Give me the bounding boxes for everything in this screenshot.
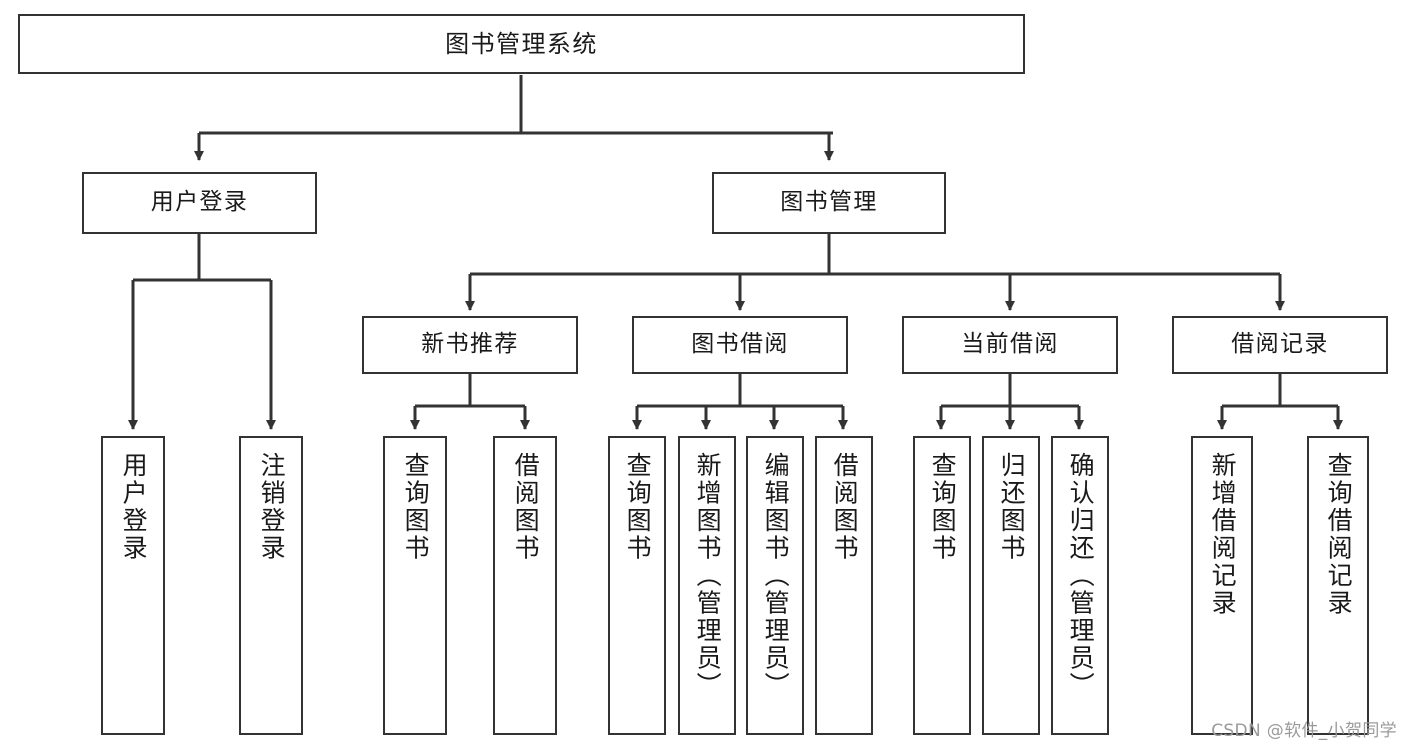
- node-label: 图书管理: [780, 189, 878, 216]
- node-label: 归还图书: [997, 452, 1027, 562]
- node-label: 编辑图书（管理员）: [761, 452, 791, 700]
- node-label: 查询借阅记录: [1324, 452, 1354, 617]
- node-leaf-edit-book-admin[interactable]: 编辑图书（管理员）: [746, 436, 804, 735]
- node-book-management[interactable]: 图书管理: [712, 172, 946, 234]
- node-label: 确认归还（管理员）: [1066, 452, 1096, 700]
- node-label: 新增图书（管理员）: [693, 452, 723, 700]
- node-label: 借阅记录: [1231, 331, 1329, 358]
- node-user-login[interactable]: 用户登录: [82, 172, 317, 234]
- node-label: 新增借阅记录: [1208, 452, 1238, 617]
- node-leaf-query-book-current[interactable]: 查询图书: [913, 436, 971, 735]
- node-leaf-logout[interactable]: 注销登录: [239, 436, 303, 735]
- node-leaf-query-book-recommend[interactable]: 查询图书: [383, 436, 447, 735]
- node-leaf-return-book[interactable]: 归还图书: [982, 436, 1040, 735]
- node-leaf-borrow-book-borrow[interactable]: 借阅图书: [815, 436, 873, 735]
- node-root-book-management-system[interactable]: 图书管理系统: [18, 14, 1025, 74]
- node-current-borrow[interactable]: 当前借阅: [902, 316, 1118, 374]
- node-new-book-recommend[interactable]: 新书推荐: [362, 316, 578, 374]
- watermark-text: CSDN @软件_小贺同学: [1211, 721, 1397, 741]
- node-leaf-add-borrow-record[interactable]: 新增借阅记录: [1191, 436, 1253, 735]
- node-label: 查询图书: [623, 452, 653, 562]
- node-label: 当前借阅: [961, 331, 1059, 358]
- node-borrow-record[interactable]: 借阅记录: [1172, 316, 1388, 374]
- node-leaf-confirm-return-admin[interactable]: 确认归还（管理员）: [1051, 436, 1109, 735]
- node-label: 查询图书: [401, 452, 431, 562]
- node-label: 查询图书: [928, 452, 958, 562]
- node-label: 用户登录: [150, 189, 249, 216]
- node-leaf-borrow-book-recommend[interactable]: 借阅图书: [493, 436, 557, 735]
- node-label: 图书管理系统: [445, 29, 598, 58]
- node-leaf-add-book-admin[interactable]: 新增图书（管理员）: [678, 436, 736, 735]
- node-label: 注销登录: [257, 452, 287, 562]
- node-label: 借阅图书: [511, 452, 541, 562]
- node-label: 借阅图书: [830, 452, 860, 562]
- node-label: 新书推荐: [421, 331, 519, 358]
- node-book-borrow[interactable]: 图书借阅: [632, 316, 848, 374]
- node-label: 图书借阅: [691, 331, 789, 358]
- node-label: 用户登录: [119, 452, 149, 562]
- node-leaf-user-login[interactable]: 用户登录: [101, 436, 165, 735]
- node-leaf-query-borrow-record[interactable]: 查询借阅记录: [1307, 436, 1369, 735]
- node-leaf-query-book-borrow[interactable]: 查询图书: [608, 436, 666, 735]
